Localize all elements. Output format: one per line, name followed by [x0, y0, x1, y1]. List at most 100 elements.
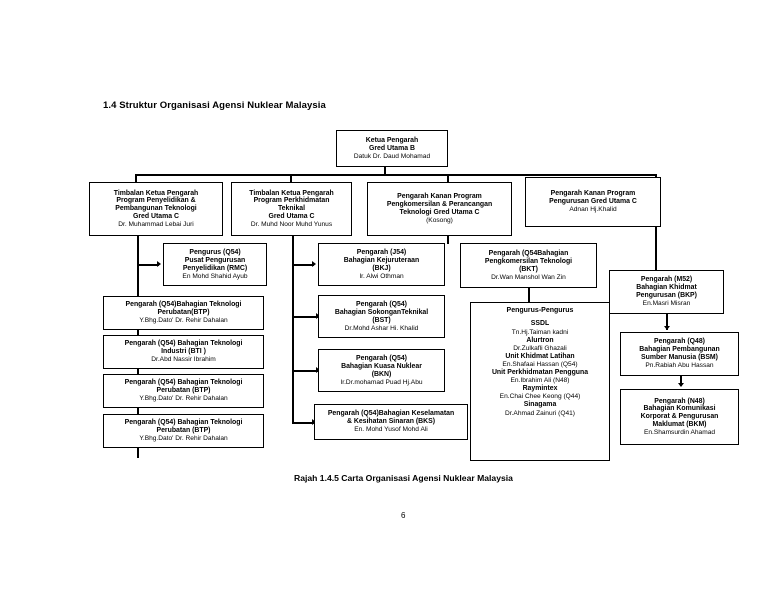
box-line-2: & Kesihatan Sinaran (BKS) [346, 418, 436, 426]
arrow-research-head [157, 261, 161, 267]
box-line-3: Teknologi Gred Utama C [399, 209, 480, 217]
box-line-4: Maklumat (BKM) [652, 421, 707, 429]
box-line-2: Program Perkhidmatan [253, 197, 330, 205]
box-line-2: Pengurusan Gred Utama C [549, 198, 637, 206]
manager-person: Tn.Hj.Taiman kadni [511, 328, 569, 336]
arrow-bsm-to-bkm [677, 383, 684, 387]
box-line-2: Bahagian Komunikasi [643, 405, 716, 413]
box-person: Ir. Alwi Othman [359, 272, 404, 280]
manager-person: En.Chai Chee Keong (Q44) [499, 393, 581, 401]
box-bst[interactable]: Pengarah (Q54) Bahagian SokonganTeknikal… [318, 295, 445, 338]
manager-unit: Unit Perkhidmatan Pengguna [491, 368, 589, 376]
connector-technical-item-4 [292, 422, 318, 424]
box-pusat-pengurusan-penyelidikan[interactable]: Pengurus (Q54) Pusat Pengurusan Penyelid… [163, 243, 267, 286]
manager-unit: Alurtron [526, 336, 554, 344]
box-person: Dr. Muhammad Lebai Juri [118, 220, 194, 228]
box-person: Ir.Dr.mohamad Puad Hj.Abu [340, 378, 423, 386]
box-line-2: Perubatan(BTP) [157, 309, 210, 317]
manager-person: Dr.Zulkafli Ghazali [513, 344, 567, 352]
page-number: 6 [401, 511, 406, 520]
box-pengurus-pengurus[interactable]: Pengurus-Pengurus SSDL Tn.Hj.Taiman kadn… [470, 302, 610, 461]
connector-technical-item-1 [292, 264, 314, 266]
manager-person: Dr.Ahmad Zainuri (Q41) [505, 409, 575, 417]
box-bks[interactable]: Pengarah (Q54)Bahagian Keselamatan & Kes… [314, 404, 468, 440]
manager-person: En.Ibrahim Ali (N48) [510, 377, 570, 385]
manager-unit: SSDL [530, 320, 550, 328]
manager-unit: Sinagama [523, 401, 557, 409]
box-line-1: Pengarah (N48) [654, 397, 705, 405]
connector-bkt-to-managers [528, 288, 530, 302]
box-line-2: Bahagian Pembangunan [639, 346, 720, 354]
box-line-1: Pengarah (Q54)Bahagian Teknologi [125, 301, 242, 309]
arrow-bkp-to-bsm [663, 326, 670, 330]
box-line-3: (BKT) [519, 265, 538, 273]
box-line-1: Timbalan Ketua Pengarah [249, 189, 334, 197]
box-line-3: Teknikal [277, 205, 306, 213]
manager-person: En.Shafaai Hassan (Q54) [502, 361, 578, 369]
box-line-3: Sumber Manusia (BSM) [641, 354, 718, 362]
page-title: 1.4 Struktur Organisasi Agensi Nuklear M… [103, 100, 326, 111]
box-person: Dr. Muhd Noor Muhd Yunus [250, 220, 333, 228]
box-person: Y.Bhg.Dato' Dr. Rehir Dahalan [139, 395, 228, 403]
connector-level2-bus [135, 174, 656, 176]
box-line-3: Korporat & Pengurusan [640, 413, 719, 421]
manager-unit: Raymintex [522, 385, 558, 393]
box-bkn[interactable]: Pengarah (Q54) Bahagian Kuasa Nuklear (B… [318, 349, 445, 392]
box-bkt[interactable]: Pengarah (Q54Bahagian Pengkomersilan Tek… [460, 243, 597, 288]
box-line-1: Pengarah (Q54) Bahagian Teknologi [124, 419, 243, 427]
box-line-2: Perubatan (BTP) [156, 427, 211, 435]
box-line-1: Pengarah (Q54) [356, 354, 407, 362]
box-person: Adnan Hj.Khalid [569, 206, 617, 214]
box-person: Pn.Rabiah Abu Hassan [645, 362, 714, 370]
box-line-1: Pengarah (M52) [640, 276, 693, 284]
connector-commercial-down [447, 236, 449, 244]
box-line-2: Perubatan (BTP) [156, 387, 211, 395]
box-bkm[interactable]: Pengarah (N48) Bahagian Komunikasi Korpo… [620, 389, 739, 445]
connector-technical-item-3 [292, 370, 318, 372]
box-person: Y.Bhg.Dato' Dr. Rehir Dahalan [139, 317, 228, 325]
box-line-4: Gred Utama C [133, 213, 179, 221]
connector-level2-drop-1 [135, 174, 137, 182]
managers-heading: Pengurus-Pengurus [506, 307, 574, 314]
box-line-2: Industri (BTI ) [161, 348, 206, 356]
box-line-2: Program Penyelidikan & [116, 197, 196, 205]
box-person: En.Shamsurdin Ahamad [643, 428, 716, 436]
box-line-2: Gred Utama B [369, 144, 415, 152]
box-line-1: Pengarah (Q54) Bahagian Teknologi [124, 340, 243, 348]
box-timbalan-penyelidikan[interactable]: Timbalan Ketua Pengarah Program Penyelid… [89, 182, 223, 236]
connector-level2-drop-2 [290, 174, 292, 182]
box-btp-1[interactable]: Pengarah (Q54)Bahagian Teknologi Perubat… [103, 296, 264, 330]
box-person: Dr.Abd Nassir Ibrahim [151, 356, 216, 364]
box-person: Datuk Dr. Daud Mohamad [353, 152, 431, 160]
box-line-1: Pengarah (Q54)Bahagian Keselamatan [327, 410, 455, 418]
box-line-1: Pengarah (Q54) [356, 300, 407, 308]
box-line-1: Timbalan Ketua Pengarah [113, 189, 199, 197]
connector-bkp-to-bsm [666, 314, 668, 330]
box-btp-3[interactable]: Pengarah (Q54) Bahagian Teknologi Peruba… [103, 414, 264, 448]
connector-root-down [384, 166, 386, 176]
box-line-1: Pengarah (Q48) [654, 338, 705, 346]
box-person: Y.Bhg.Dato' Dr. Rehir Dahalan [139, 435, 228, 443]
box-pengarah-kanan-pengurusan[interactable]: Pengarah Kanan Program Pengurusan Gred U… [525, 177, 661, 227]
box-timbalan-perkhidmatan[interactable]: Timbalan Ketua Pengarah Program Perkhidm… [231, 182, 352, 236]
box-bkj[interactable]: Pengarah (J54) Bahagian Kejuruteraan (BK… [318, 243, 445, 286]
box-line-3: Pengurusan (BKP) [636, 292, 697, 300]
box-btp-2[interactable]: Pengarah (Q54) Bahagian Teknologi Peruba… [103, 374, 264, 408]
connector-level2-drop-3 [447, 174, 449, 182]
box-line-2: Bahagian Kejuruteraan [343, 256, 420, 264]
arrow-technical-item-1 [312, 261, 316, 267]
box-line-3: Penyelidikan (RMC) [182, 264, 248, 272]
box-bti[interactable]: Pengarah (Q54) Bahagian Teknologi Indust… [103, 335, 264, 369]
connector-technical-spine [292, 236, 294, 424]
box-person: En. Mohd Yusof Mohd Ali [354, 426, 428, 434]
box-ketua-pengarah[interactable]: Ketua Pengarah Gred Utama B Datuk Dr. Da… [336, 130, 448, 167]
box-bkp[interactable]: Pengarah (M52) Bahagian Khidmat Pengurus… [609, 270, 724, 314]
box-line-2: Bahagian Khidmat [636, 284, 697, 292]
figure-caption: Rajah 1.4.5 Carta Organisasi Agensi Nukl… [294, 473, 513, 483]
box-pengarah-kanan-pengkomersilan[interactable]: Pengarah Kanan Program Pengkomersilan & … [367, 182, 512, 236]
box-bsm[interactable]: Pengarah (Q48) Bahagian Pembangunan Sumb… [620, 332, 739, 376]
box-line-3: (BST) [372, 316, 391, 324]
connector-technical-item-2 [292, 316, 318, 318]
connector-research-head [137, 264, 159, 266]
connector-bsm-to-bkm [680, 376, 682, 386]
